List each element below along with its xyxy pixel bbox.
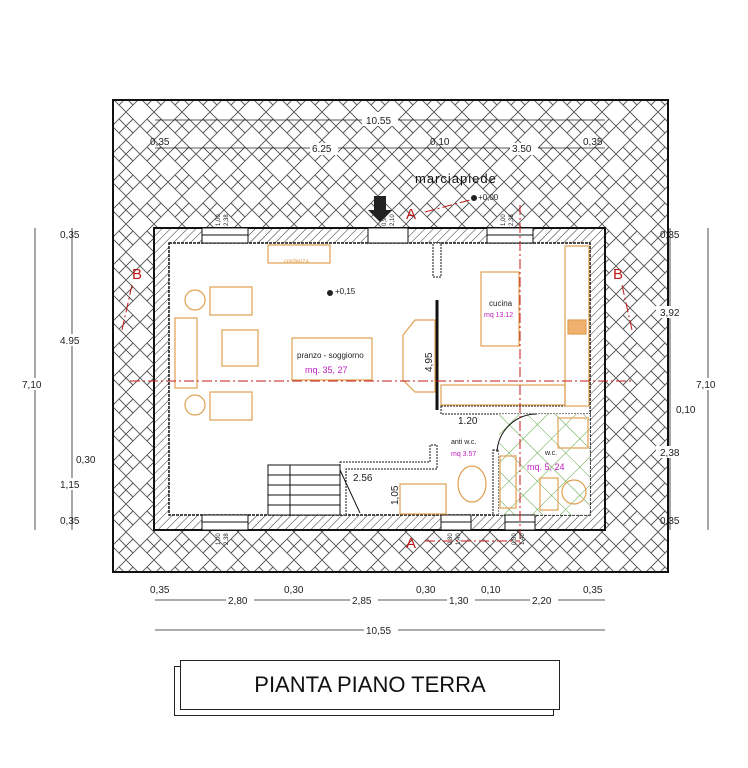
sideboard-label: credenza xyxy=(284,259,309,265)
section-marker-a-bottom: A xyxy=(406,535,416,552)
kitchen-table xyxy=(480,271,520,347)
interior-dim: 4,95 xyxy=(424,352,435,372)
staircase xyxy=(267,464,361,516)
dim-left: 0,35 xyxy=(60,230,80,241)
svg-text:2,10: 2,10 xyxy=(390,214,396,226)
svg-text:0,80: 0,80 xyxy=(512,533,518,545)
sideboard xyxy=(267,244,331,264)
svg-text:1,00: 1,00 xyxy=(501,214,507,226)
dim-top: 6.25 xyxy=(312,144,332,155)
plan-title: PIANTA PIANO TERRA xyxy=(254,672,486,697)
dim-bottom: 1,30 xyxy=(449,596,469,607)
dim-left: 0,30 xyxy=(76,455,96,466)
dim-left-total: 7,10 xyxy=(22,380,42,391)
dim-left: 1,15 xyxy=(60,480,80,491)
bathroom-tiles xyxy=(499,414,590,515)
elevation-marker-icon xyxy=(471,195,477,201)
kitchen-name: cucina xyxy=(489,299,513,308)
elevation-marker-icon xyxy=(327,290,333,296)
svg-text:0,90: 0,90 xyxy=(382,214,388,226)
partition-wall xyxy=(432,242,442,278)
sidewalk-label: marciapiede xyxy=(415,171,497,186)
kitchen-area: mq 13.12 xyxy=(484,312,513,319)
dim-right-total: 7,10 xyxy=(696,380,716,391)
dim-bottom: 0,30 xyxy=(284,585,304,596)
dim-right: 0,35 xyxy=(660,516,680,527)
svg-text:1,00: 1,00 xyxy=(216,214,222,226)
interior-dim: 2.56 xyxy=(353,473,373,484)
door-swing xyxy=(496,413,538,453)
dim-bottom: 2,85 xyxy=(352,596,372,607)
svg-text:1,40: 1,40 xyxy=(520,533,526,545)
svg-text:1,40: 1,40 xyxy=(456,533,462,545)
living-room-name: pranzo - soggiorno xyxy=(297,351,364,360)
dim-top: 0,35 xyxy=(583,137,603,148)
dim-bottom: 0,30 xyxy=(416,585,436,596)
interior-dim: 1.20 xyxy=(458,416,478,427)
dim-right: 0,10 xyxy=(676,405,696,416)
partition-wall xyxy=(339,444,438,516)
dim-right: 2,38 xyxy=(660,448,680,459)
opening-dims: 1,00 2,38 1,00 2,38 0,90 2,10 1,00 2,38 … xyxy=(216,214,526,545)
windows xyxy=(201,227,536,531)
svg-text:2,38: 2,38 xyxy=(224,214,230,226)
entrance-arrow-icon xyxy=(368,196,392,222)
svg-text:2,38: 2,38 xyxy=(509,214,515,226)
dim-bottom: 0,35 xyxy=(150,585,170,596)
dim-bottom: 2,80 xyxy=(228,596,248,607)
dim-top-total: 10.55 xyxy=(366,116,391,127)
elevation-inside: +0,15 xyxy=(335,287,356,296)
section-marker-a-top: A xyxy=(406,206,416,223)
interior-dim: 1,05 xyxy=(390,485,401,505)
dining-table xyxy=(291,337,373,381)
section-marker-b-left: B xyxy=(132,266,142,283)
svg-text:2,38: 2,38 xyxy=(224,533,230,545)
svg-text:1,00: 1,00 xyxy=(216,533,222,545)
dim-top: 0,10 xyxy=(430,137,450,148)
partition-wall xyxy=(492,449,500,516)
bath-name: w.c. xyxy=(544,450,557,457)
dim-top: 3.50 xyxy=(512,144,532,155)
dim-right: 0,35 xyxy=(660,230,680,241)
dim-left: 0,35 xyxy=(60,516,80,527)
living-room-area: mq. 35, 27 xyxy=(305,365,348,375)
svg-text:0,80: 0,80 xyxy=(448,533,454,545)
dim-bottom: 0,10 xyxy=(481,585,501,596)
dim-left: 4.95 xyxy=(60,336,80,347)
dim-bottom: 2,20 xyxy=(532,596,552,607)
elevation-outside: +0,00 xyxy=(478,193,499,202)
section-marker-b-right: B xyxy=(613,266,623,283)
furniture xyxy=(174,244,590,515)
dim-top: 0,35 xyxy=(150,137,170,148)
dim-bottom: 0,35 xyxy=(583,585,603,596)
title-box: PIANTA PIANO TERRA xyxy=(180,660,560,710)
dim-bottom-total: 10,55 xyxy=(366,626,391,637)
bath-area: mq. 5, 24 xyxy=(527,462,565,472)
section-lines xyxy=(121,199,633,545)
antibath-area: mq 3.57 xyxy=(451,451,476,458)
partition-wall xyxy=(440,405,591,415)
dim-right: 3,92 xyxy=(660,308,680,319)
antibath-name: anti w.c. xyxy=(451,439,476,446)
